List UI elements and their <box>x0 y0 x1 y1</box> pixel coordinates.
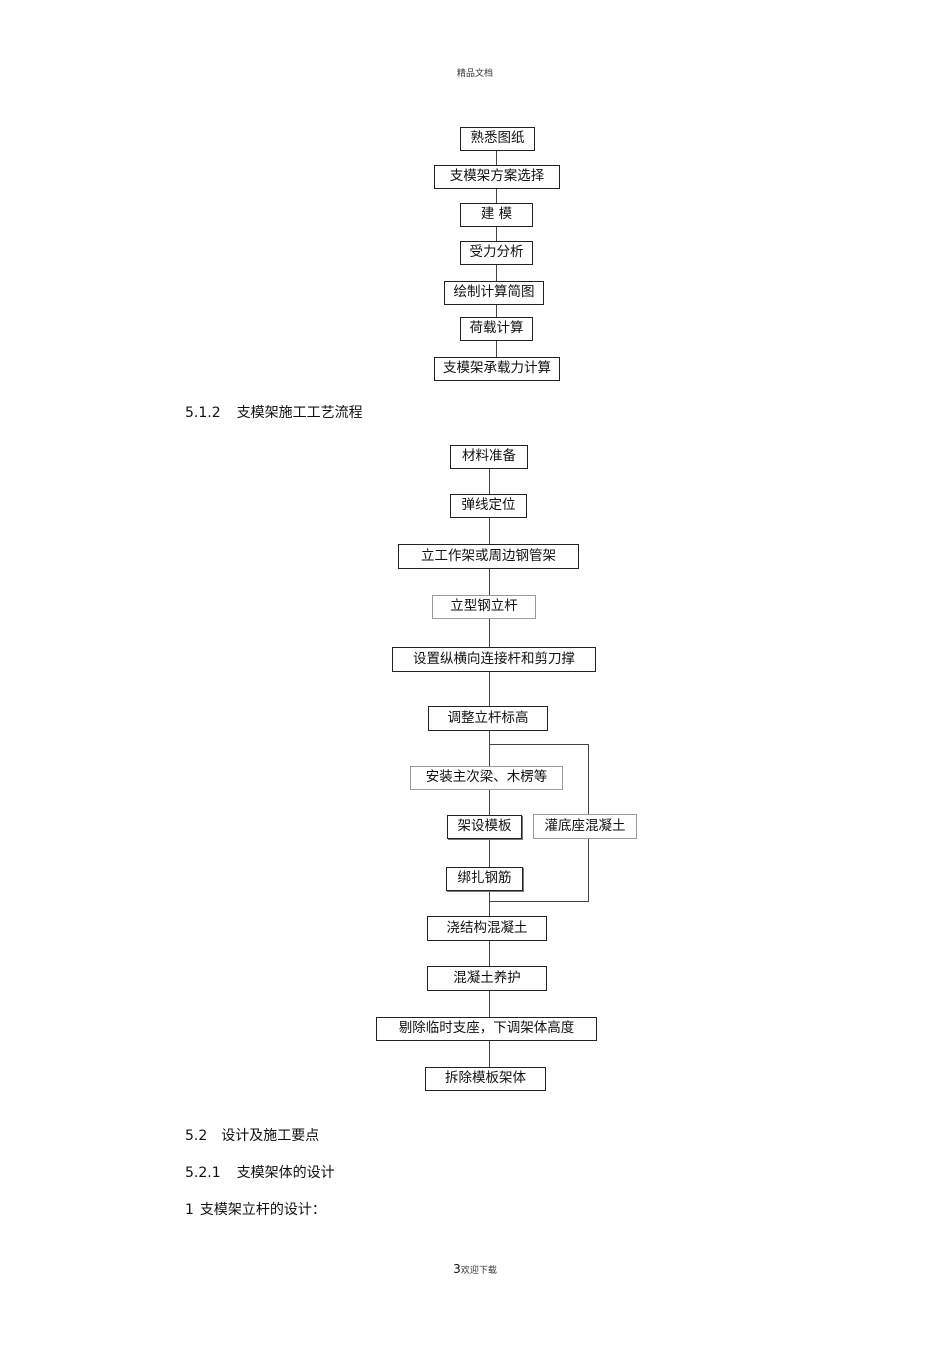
flow1-connector <box>496 340 497 357</box>
page-header: 精品文档 <box>456 69 493 79</box>
flow2-step-erect-working-frame: 立工作架或周边钢管架 <box>398 544 579 569</box>
flow2-step-install-beams: 安装主次梁、木楞等 <box>410 766 563 790</box>
item-heading-1: 1 支模架立杆的设计： <box>185 1199 326 1219</box>
flow2-step-bind-rebar: 绑扎钢筋 <box>446 867 523 891</box>
flow2-connector <box>489 1040 490 1068</box>
flow1-step-scheme-selection: 支模架方案选择 <box>434 165 560 189</box>
section-heading-5-2: 5.2 设计及施工要点 <box>185 1125 319 1145</box>
page-footer: 3欢迎下载 <box>0 1262 950 1276</box>
flow1-step-draw-diagram: 绘制计算简图 <box>444 281 544 305</box>
flow2-step-connect-bars-bracing: 设置纵横向连接杆和剪刀撑 <box>392 647 596 672</box>
flow1-step-familiarize-drawings: 熟悉图纸 <box>460 127 535 151</box>
flow2-connector <box>489 517 490 544</box>
flow2-connector <box>489 789 490 816</box>
flow2-branch-connector <box>588 838 589 902</box>
footer-text: 欢迎下载 <box>460 1266 497 1276</box>
section-number: 5.2.1 <box>185 1165 221 1181</box>
section-title: 支模架施工工艺流程 <box>236 405 363 421</box>
flow2-connector <box>489 730 490 767</box>
flow2-branch-connector <box>588 744 589 815</box>
section-number: 5.2 <box>185 1128 208 1144</box>
flow2-connector <box>489 568 490 595</box>
flow1-step-force-analysis: 受力分析 <box>460 241 533 265</box>
flow2-step-dismantle-formwork: 拆除模板架体 <box>425 1067 546 1091</box>
flow2-connector <box>489 940 490 967</box>
flow1-connector <box>496 188 497 204</box>
flow2-step-concrete-curing: 混凝土养护 <box>427 966 547 991</box>
flow2-branch-connector <box>489 744 589 745</box>
flow1-connector <box>496 304 497 317</box>
flow2-step-erect-steel-posts: 立型钢立杆 <box>432 595 536 619</box>
flow1-connector <box>496 226 497 241</box>
section-heading-5-2-1: 5.2.1 支模架体的设计 <box>185 1162 335 1182</box>
flow2-connector <box>489 671 490 707</box>
flow2-step-adjust-post-elevation: 调整立杆标高 <box>428 706 548 731</box>
section-title: 设计及施工要点 <box>221 1128 320 1144</box>
item-number: 1 <box>185 1202 194 1218</box>
flow1-connector <box>496 150 497 166</box>
flow2-connector <box>489 890 490 917</box>
flow2-connector <box>489 838 490 868</box>
item-title: 支模架立杆的设计： <box>199 1202 326 1218</box>
page-number: 3 <box>453 1262 461 1276</box>
flow1-connector <box>496 264 497 281</box>
flow2-branch-connector <box>489 901 589 902</box>
section-heading-5-1-2: 5.1.2 支模架施工工艺流程 <box>185 402 363 422</box>
flow2-step-line-positioning: 弹线定位 <box>450 494 527 518</box>
flow1-step-load-calc: 荷载计算 <box>460 317 533 341</box>
flow2-step-pour-structural-concrete: 浇结构混凝土 <box>427 916 547 941</box>
section-title: 支模架体的设计 <box>236 1165 335 1181</box>
flow2-step-erect-formwork: 架设模板 <box>447 815 522 839</box>
flow2-step-material-prep: 材料准备 <box>450 445 528 469</box>
flow2-branch-pour-base-concrete: 灌底座混凝土 <box>533 814 637 839</box>
flow2-connector <box>489 990 490 1018</box>
flow1-step-capacity-calc: 支模架承载力计算 <box>434 357 560 381</box>
flow2-connector <box>489 618 490 648</box>
section-number: 5.1.2 <box>185 405 221 421</box>
flow1-step-modeling: 建 模 <box>460 203 533 227</box>
flow2-connector <box>489 468 490 495</box>
flow2-step-remove-temp-supports: 剔除临时支座，下调架体高度 <box>376 1017 597 1041</box>
